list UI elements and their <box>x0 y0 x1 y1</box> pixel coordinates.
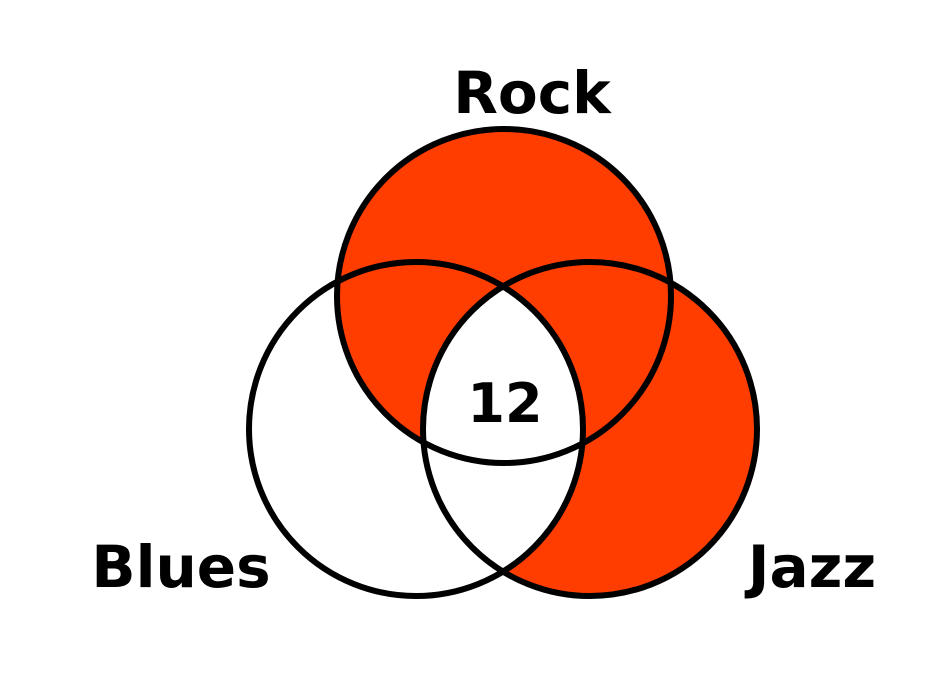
jazz-label: Jazz <box>744 533 876 601</box>
blues-circle <box>246 259 586 599</box>
blues-label: Blues <box>91 533 270 601</box>
center-value: 12 <box>467 372 542 435</box>
blues-jazz-overlap-fill <box>423 262 583 596</box>
rock-label: Rock <box>453 59 612 127</box>
rock-circle <box>334 126 674 466</box>
jazz-circle <box>420 259 760 599</box>
